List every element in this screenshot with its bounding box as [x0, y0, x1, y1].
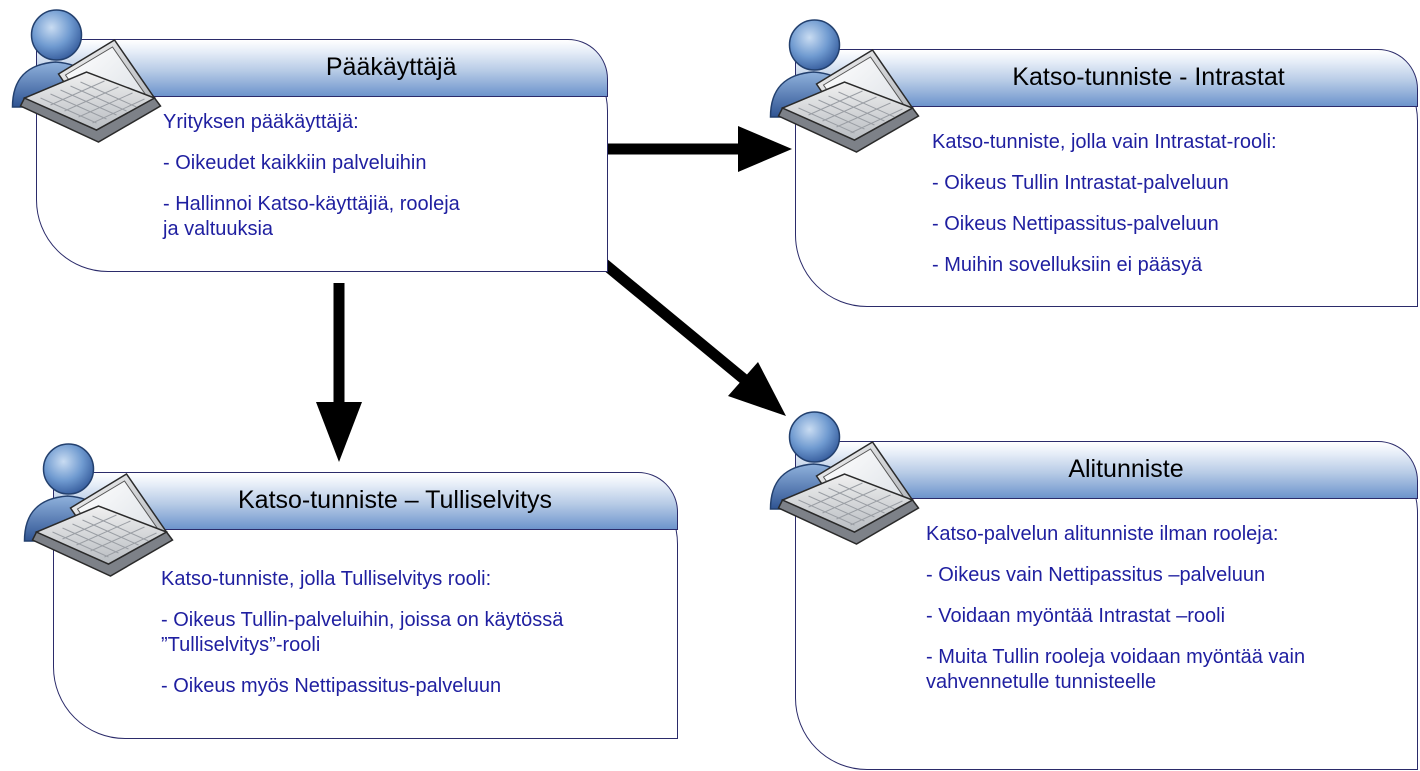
node-intrastat-line-4: - Muihin sovelluksiin ei pääsyä [932, 254, 1203, 276]
node-admin: Pääkäyttäjä Yrityksen pääkäyttäjä: - Oik… [35, 38, 608, 272]
node-intrastat-title: Katso-tunniste - Intrastat [1012, 63, 1285, 91]
arrow-admin-to-intrastat [596, 126, 792, 172]
node-alitunniste-line-2: - Oikeus vain Nettipassitus –palveluun [926, 564, 1266, 586]
node-intrastat-line-3: - Oikeus Nettipassitus-palveluun [932, 213, 1219, 235]
user-laptop-icon [23, 443, 174, 577]
node-intrastat-line-1: Katso-tunniste, jolla vain Intrastat-roo… [932, 131, 1277, 153]
node-alitunniste-line-1: Katso-palvelun alitunniste ilman rooleja… [926, 523, 1279, 545]
node-admin-line-3: - Hallinnoi Katso-käyttäjiä, rooleja ja … [163, 193, 460, 240]
user-laptop-icon [769, 411, 920, 545]
node-admin-line-2: - Oikeudet kaikkiin palveluihin [163, 152, 427, 174]
node-alitunniste-line-3: - Voidaan myöntää Intrastat –rooli [926, 605, 1226, 627]
arrow-admin-to-alitunniste [580, 242, 786, 416]
node-admin-line-1: Yrityksen pääkäyttäjä: [163, 111, 359, 133]
node-admin-body: Yrityksen pääkäyttäjä: - Oikeudet kaikki… [163, 110, 463, 258]
node-tulliselvitys-title: Katso-tunniste – Tulliselvitys [237, 486, 553, 514]
node-tulliselvitys-body: Katso-tunniste, jolla Tulliselvitys rool… [161, 567, 601, 715]
node-tulliselvitys-line-2: - Oikeus Tullin-palveluihin, joissa on k… [161, 609, 564, 656]
user-laptop-icon [769, 19, 920, 153]
node-tulliselvitys-line-1: Katso-tunniste, jolla Tulliselvitys rool… [161, 568, 492, 590]
node-tulliselvitys: Katso-tunniste – Tulliselvitys Katso-tun… [52, 471, 678, 739]
node-intrastat-body: Katso-tunniste, jolla vain Intrastat-roo… [932, 130, 1412, 294]
node-admin-title: Pääkäyttäjä [325, 53, 457, 81]
node-tulliselvitys-line-3: - Oikeus myös Nettipassitus-palveluun [161, 675, 502, 697]
node-alitunniste-line-4: - Muita Tullin rooleja voidaan myöntää v… [926, 646, 1306, 693]
node-intrastat-line-2: - Oikeus Tullin Intrastat-palveluun [932, 172, 1229, 194]
user-laptop-icon [11, 9, 162, 143]
node-alitunniste-header: Alitunniste [794, 440, 1418, 499]
node-alitunniste-title: Alitunniste [1068, 455, 1184, 483]
node-alitunniste-body: Katso-palvelun alitunniste ilman rooleja… [926, 522, 1386, 711]
arrow-admin-to-tulliselvitys [316, 283, 362, 462]
